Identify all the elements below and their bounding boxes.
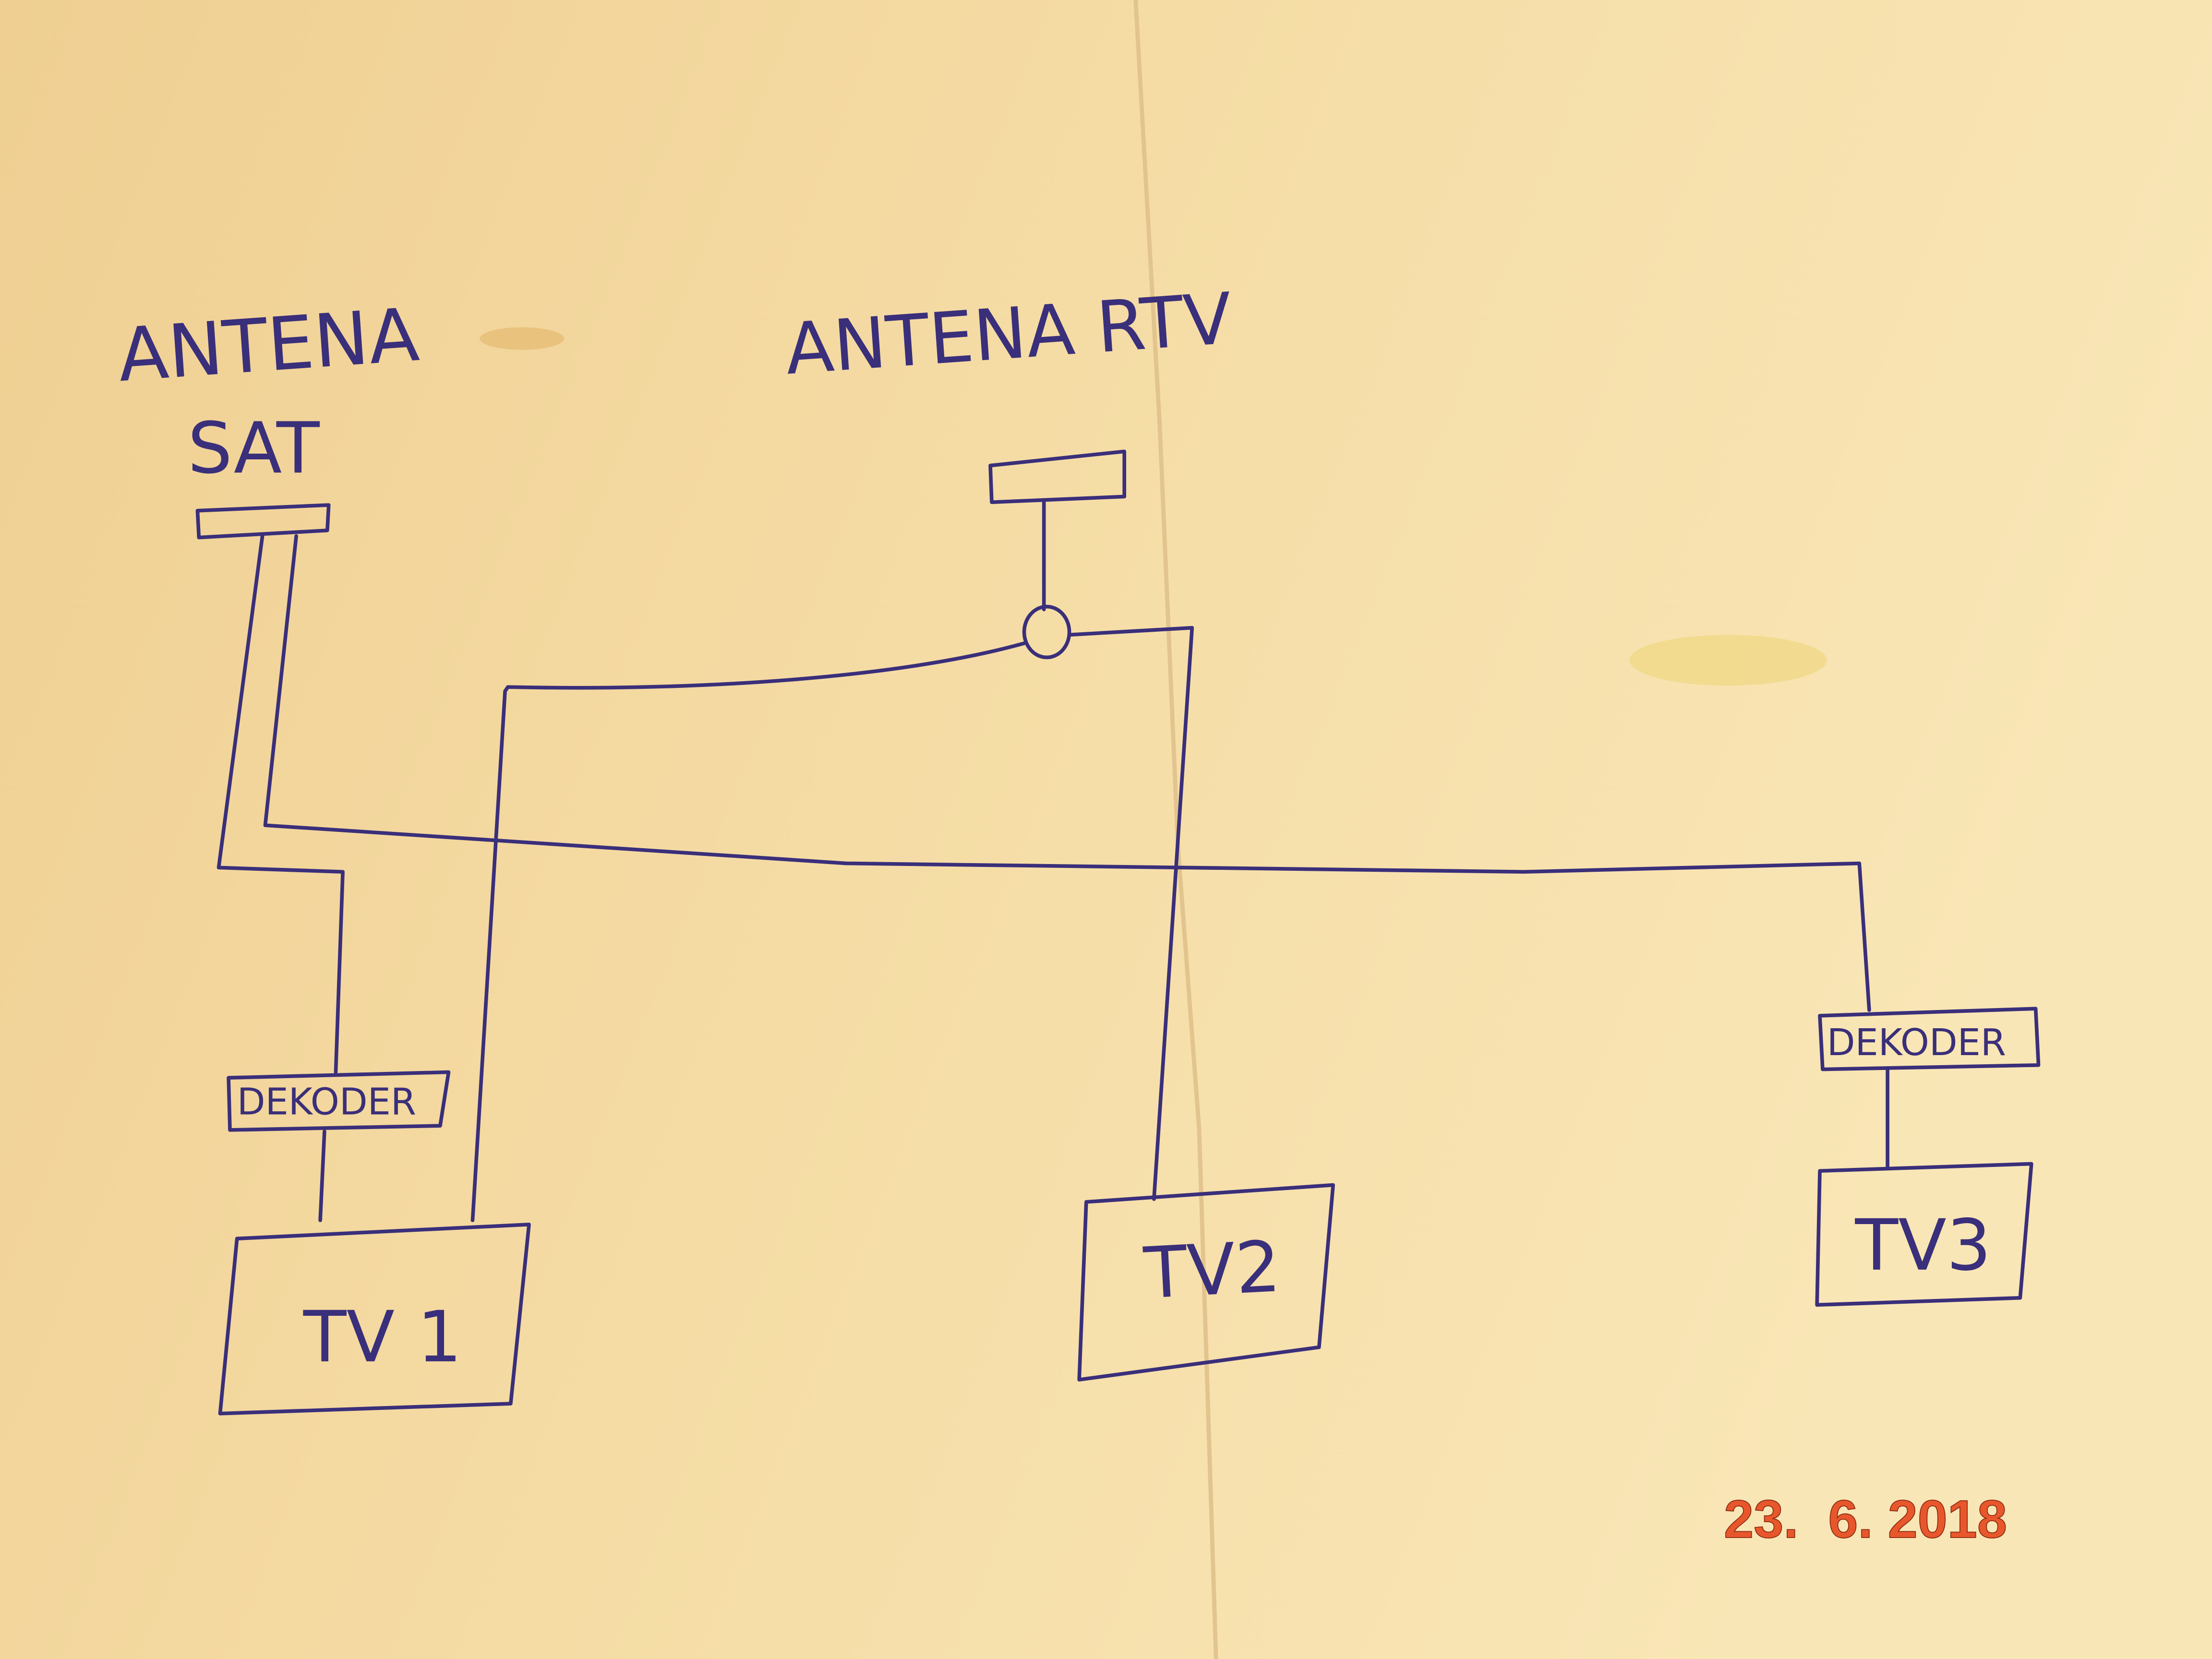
- decoder-1-box: [227, 1070, 451, 1132]
- decoder-3-label: DEKODER: [1827, 1022, 2006, 1064]
- antenna-sat-label-line2: SAT: [188, 407, 320, 489]
- antenna-sat: [195, 503, 1871, 1074]
- connector-decoder1-tv1: [318, 1130, 326, 1222]
- photo-date-stamp: 23. 6. 2018: [1724, 1489, 2007, 1549]
- tv-3-label: TV3: [1854, 1204, 1991, 1286]
- decoder-1-label: DEKODER: [237, 1081, 416, 1124]
- stain: [1629, 635, 1827, 686]
- antenna-rtv: [470, 449, 1194, 1222]
- tv-2-box: [1077, 1183, 1335, 1382]
- tv-1-label: TV 1: [303, 1296, 462, 1378]
- stain: [480, 327, 565, 350]
- decoder-3-box: [1818, 1007, 2041, 1071]
- tv-1-box: [218, 1223, 531, 1416]
- tv-3-box: [1815, 1162, 2033, 1307]
- antenna-sat-label-line1: ANTENA: [115, 292, 421, 398]
- tv-2-label: TV2: [1142, 1226, 1282, 1315]
